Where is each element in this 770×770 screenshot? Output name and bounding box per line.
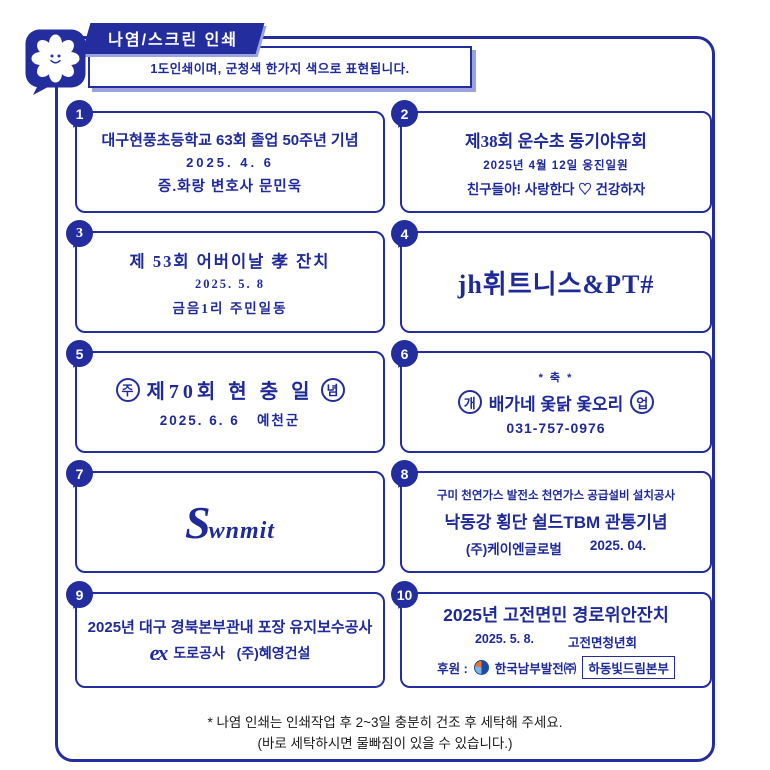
header-subtitle: 1도인쇄이며, 군청색 한가지 색으로 표현됩니다. xyxy=(150,61,410,76)
sample-date: 2025. 5. 8. xyxy=(474,631,535,646)
sample-date: 2025. 6. 6 예천군 xyxy=(159,413,301,428)
sample-number-badge: 6 xyxy=(391,340,418,367)
sample-number-badge: 7 xyxy=(66,460,93,487)
sample-footer-row: (주)케이엔글로벌 2025. 04. xyxy=(466,538,646,558)
sample-box-8: 8 구미 천연가스 발전소 천연가스 공급설비 설치공사 낙동강 횡단 쉴드TB… xyxy=(391,460,712,573)
sponsor-label: 후원 : xyxy=(437,661,468,676)
circled-char: 업 xyxy=(630,390,655,414)
sample-logotype: S wnmit xyxy=(185,496,275,549)
logotype-initial: S xyxy=(185,496,211,548)
sample-box-7: 7 S wnmit xyxy=(66,460,385,573)
sample-box-9: 9 2025년 대구 경북본부관내 포장 유지보수공사 ex 도로공사 (주)혜… xyxy=(66,581,385,688)
sample-number-badge: 9 xyxy=(66,581,93,608)
sample-company: 도로공사 (주)혜영건설 xyxy=(173,645,311,661)
sample-subtitle: 친구들아! 사랑한다 ♡ 건강하자 xyxy=(466,181,646,197)
sample-footer-row: ex 도로공사 (주)혜영건설 xyxy=(150,642,311,664)
care-instruction-line-1: * 나염 인쇄는 인쇄작업 후 2~3일 충분히 건조 후 세탁해 주세요. xyxy=(207,715,563,730)
care-instruction-line-2: (바로 세탁하시면 물빠짐이 있을 수 있습니다.) xyxy=(257,736,513,751)
circled-char: 개 xyxy=(457,390,482,414)
sample-date: 2025. 04. xyxy=(589,537,647,553)
sample-number-badge: 4 xyxy=(391,220,418,247)
sample-number-badge: 5 xyxy=(66,340,93,367)
sample-title: 2025년 대구 경북본부관내 포장 유지보수공사 xyxy=(87,619,373,636)
sample-top-label: * 축 * xyxy=(538,371,574,384)
care-instructions: * 나염 인쇄는 인쇄작업 후 2~3일 충분히 건조 후 세탁해 주세요. (… xyxy=(58,712,712,754)
sample-box-10: 10 2025년 고전면민 경로위안잔치 2025. 5. 8. 고전면청년회 … xyxy=(391,581,712,688)
sample-sponsor-row: 후원 : 한국남부발전㈜ 하동빛드림본부 xyxy=(437,655,675,679)
logotype-rest: wnmit xyxy=(208,517,275,544)
sample-title: 제70회 현 충 일 xyxy=(146,381,314,403)
sample-date: 2025. 4. 6 xyxy=(186,154,274,170)
header-banner-label: 나염/스크린 인쇄 xyxy=(108,32,239,49)
sponsor-branch: 하동빛드림본부 xyxy=(582,655,675,679)
sample-title: 배가네 옻닭 옻오리 xyxy=(488,394,624,414)
sample-box-4: 4 jh휘트니스&PT# xyxy=(391,220,712,333)
sample-title: 대구현풍초등학교 63회 졸업 50주년 기념 xyxy=(101,131,359,149)
sample-box-5: 5 주 제70회 현 충 일 념 2025. 6. 6 예천군 xyxy=(66,340,385,453)
ex-expressway-logo: ex xyxy=(149,640,169,665)
sample-title: 제38회 운수초 동기야유회 xyxy=(465,131,647,151)
sample-title: jh휘트니스&PT# xyxy=(457,269,655,299)
sponsor-company: 한국남부발전㈜ xyxy=(494,661,577,676)
sample-date: 2025. 5. 8 xyxy=(195,276,265,291)
sample-phone: 031-757-0976 xyxy=(506,419,606,436)
sample-subtitle: 금음1리 주민일동 xyxy=(172,300,288,316)
kospo-logo-icon xyxy=(473,659,489,675)
circled-char: 념 xyxy=(320,377,345,402)
sample-subtitle: 구미 천연가스 발전소 천연가스 공급설비 설치공사 xyxy=(436,489,676,502)
sample-number-badge: 3 xyxy=(66,220,93,247)
sample-subtitle: 증.화랑 변호사 문민욱 xyxy=(157,178,303,195)
header-banner: 나염/스크린 인쇄 xyxy=(81,23,265,54)
sample-title: 2025년 고전면민 경로위안잔치 xyxy=(443,604,669,625)
sample-number-badge: 10 xyxy=(391,581,418,608)
sample-date-row: 2025. 5. 8. 고전면청년회 xyxy=(475,632,637,651)
sample-box-2: 2 제38회 운수초 동기야유회 2025년 4월 12일 웅진일원 친구들아!… xyxy=(391,100,712,213)
sample-box-6: 6 * 축 * 개 배가네 옻닭 옻오리 업 031-757-0976 xyxy=(391,340,712,453)
sample-number-badge: 8 xyxy=(391,460,418,487)
sample-company: (주)케이엔글로벌 xyxy=(465,541,562,557)
sample-title: 제 53회 어버이날 孝 잔치 xyxy=(129,251,331,271)
sample-title-row: 개 배가네 옻닭 옻오리 업 xyxy=(457,390,655,415)
sample-number-badge: 1 xyxy=(66,100,93,127)
header-info-box: 1도인쇄이며, 군청색 한가지 색으로 표현됩니다. xyxy=(88,46,472,88)
sheet-frame: 1 대구현풍초등학교 63회 졸업 50주년 기념 2025. 4. 6 증.화… xyxy=(55,36,715,762)
flower-smiley-logo xyxy=(25,29,86,95)
sample-number-badge: 2 xyxy=(391,100,418,127)
sample-title: 낙동강 횡단 쉴드TBM 관통기념 xyxy=(444,512,668,532)
sample-box-1: 1 대구현풍초등학교 63회 졸업 50주년 기념 2025. 4. 6 증.화… xyxy=(66,100,385,213)
sample-box-3: 3 제 53회 어버이날 孝 잔치 2025. 5. 8 금음1리 주민일동 xyxy=(66,220,385,333)
sample-organizer: 고전면청년회 xyxy=(568,635,638,650)
circled-char: 주 xyxy=(115,377,140,402)
sample-date: 2025년 4월 12일 웅진일원 xyxy=(483,159,629,172)
sample-title-row: 주 제70회 현 충 일 념 xyxy=(115,375,345,404)
